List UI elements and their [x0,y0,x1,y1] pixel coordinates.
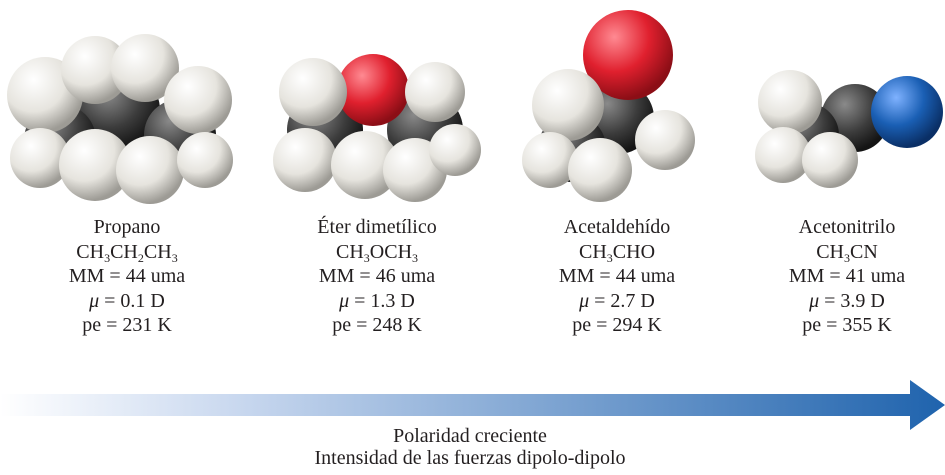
acetaldehyde-info: Acetaldehído CH3CHO MM = 44 uma μ = 2.7 … [507,215,727,338]
acetonitrile-model [735,0,945,210]
gradient-arrow-icon [0,380,945,430]
propane-model-icon [7,34,233,204]
dipole-moment: μ = 1.3 D [339,289,415,312]
molecule-name: Acetonitrilo [798,216,896,238]
propane-model [0,0,240,210]
molecular-mass: MM = 44 uma [558,265,676,287]
molecule-formula: CH3CN [816,240,878,265]
molecular-mass: MM = 46 uma [318,265,436,287]
molecule-formula: CH3CHO [578,240,656,265]
arrow-caption: Polaridad creciente Intensidad de las fu… [210,425,730,469]
molecular-mass: MM = 41 uma [788,265,906,287]
dimethyl-ether-info: Éter dimetílico CH3OCH3 MM = 46 uma μ = … [267,215,487,338]
acetaldehyde-model [510,0,730,215]
caption-line-2: Intensidad de las fuerzas dipolo-dipolo [314,447,626,469]
molecule-formula: CH3CH2CH3 [76,240,178,265]
dipole-moment: μ = 3.9 D [809,289,885,312]
boiling-point: pe = 294 K [572,314,662,336]
molecular-mass: MM = 44 uma [68,265,186,287]
acetonitrile-model-icon [755,70,943,188]
acetonitrile-info: Acetonitrilo CH3CN MM = 41 uma μ = 3.9 D… [737,215,945,338]
dipole-moment: μ = 2.7 D [579,289,655,312]
molecule-name: Acetaldehído [563,216,671,238]
molecule-name: Propano [93,216,161,238]
boiling-point: pe = 231 K [82,314,172,336]
boiling-point: pe = 355 K [802,314,892,336]
acetaldehyde-model-icon [522,10,695,202]
propane-info: Propano CH3CH2CH3 MM = 44 uma μ = 0.1 D … [17,215,237,338]
caption-line-1: Polaridad creciente [393,425,547,447]
dimethyl-ether-model [255,0,485,210]
dipole-moment: μ = 0.1 D [89,289,165,312]
molecule-formula: CH3OCH3 [335,240,419,265]
dimethyl-ether-model-icon [273,54,481,202]
arrow-body [0,380,945,430]
boiling-point: pe = 248 K [332,314,422,336]
molecule-name: Éter dimetílico [317,216,437,238]
